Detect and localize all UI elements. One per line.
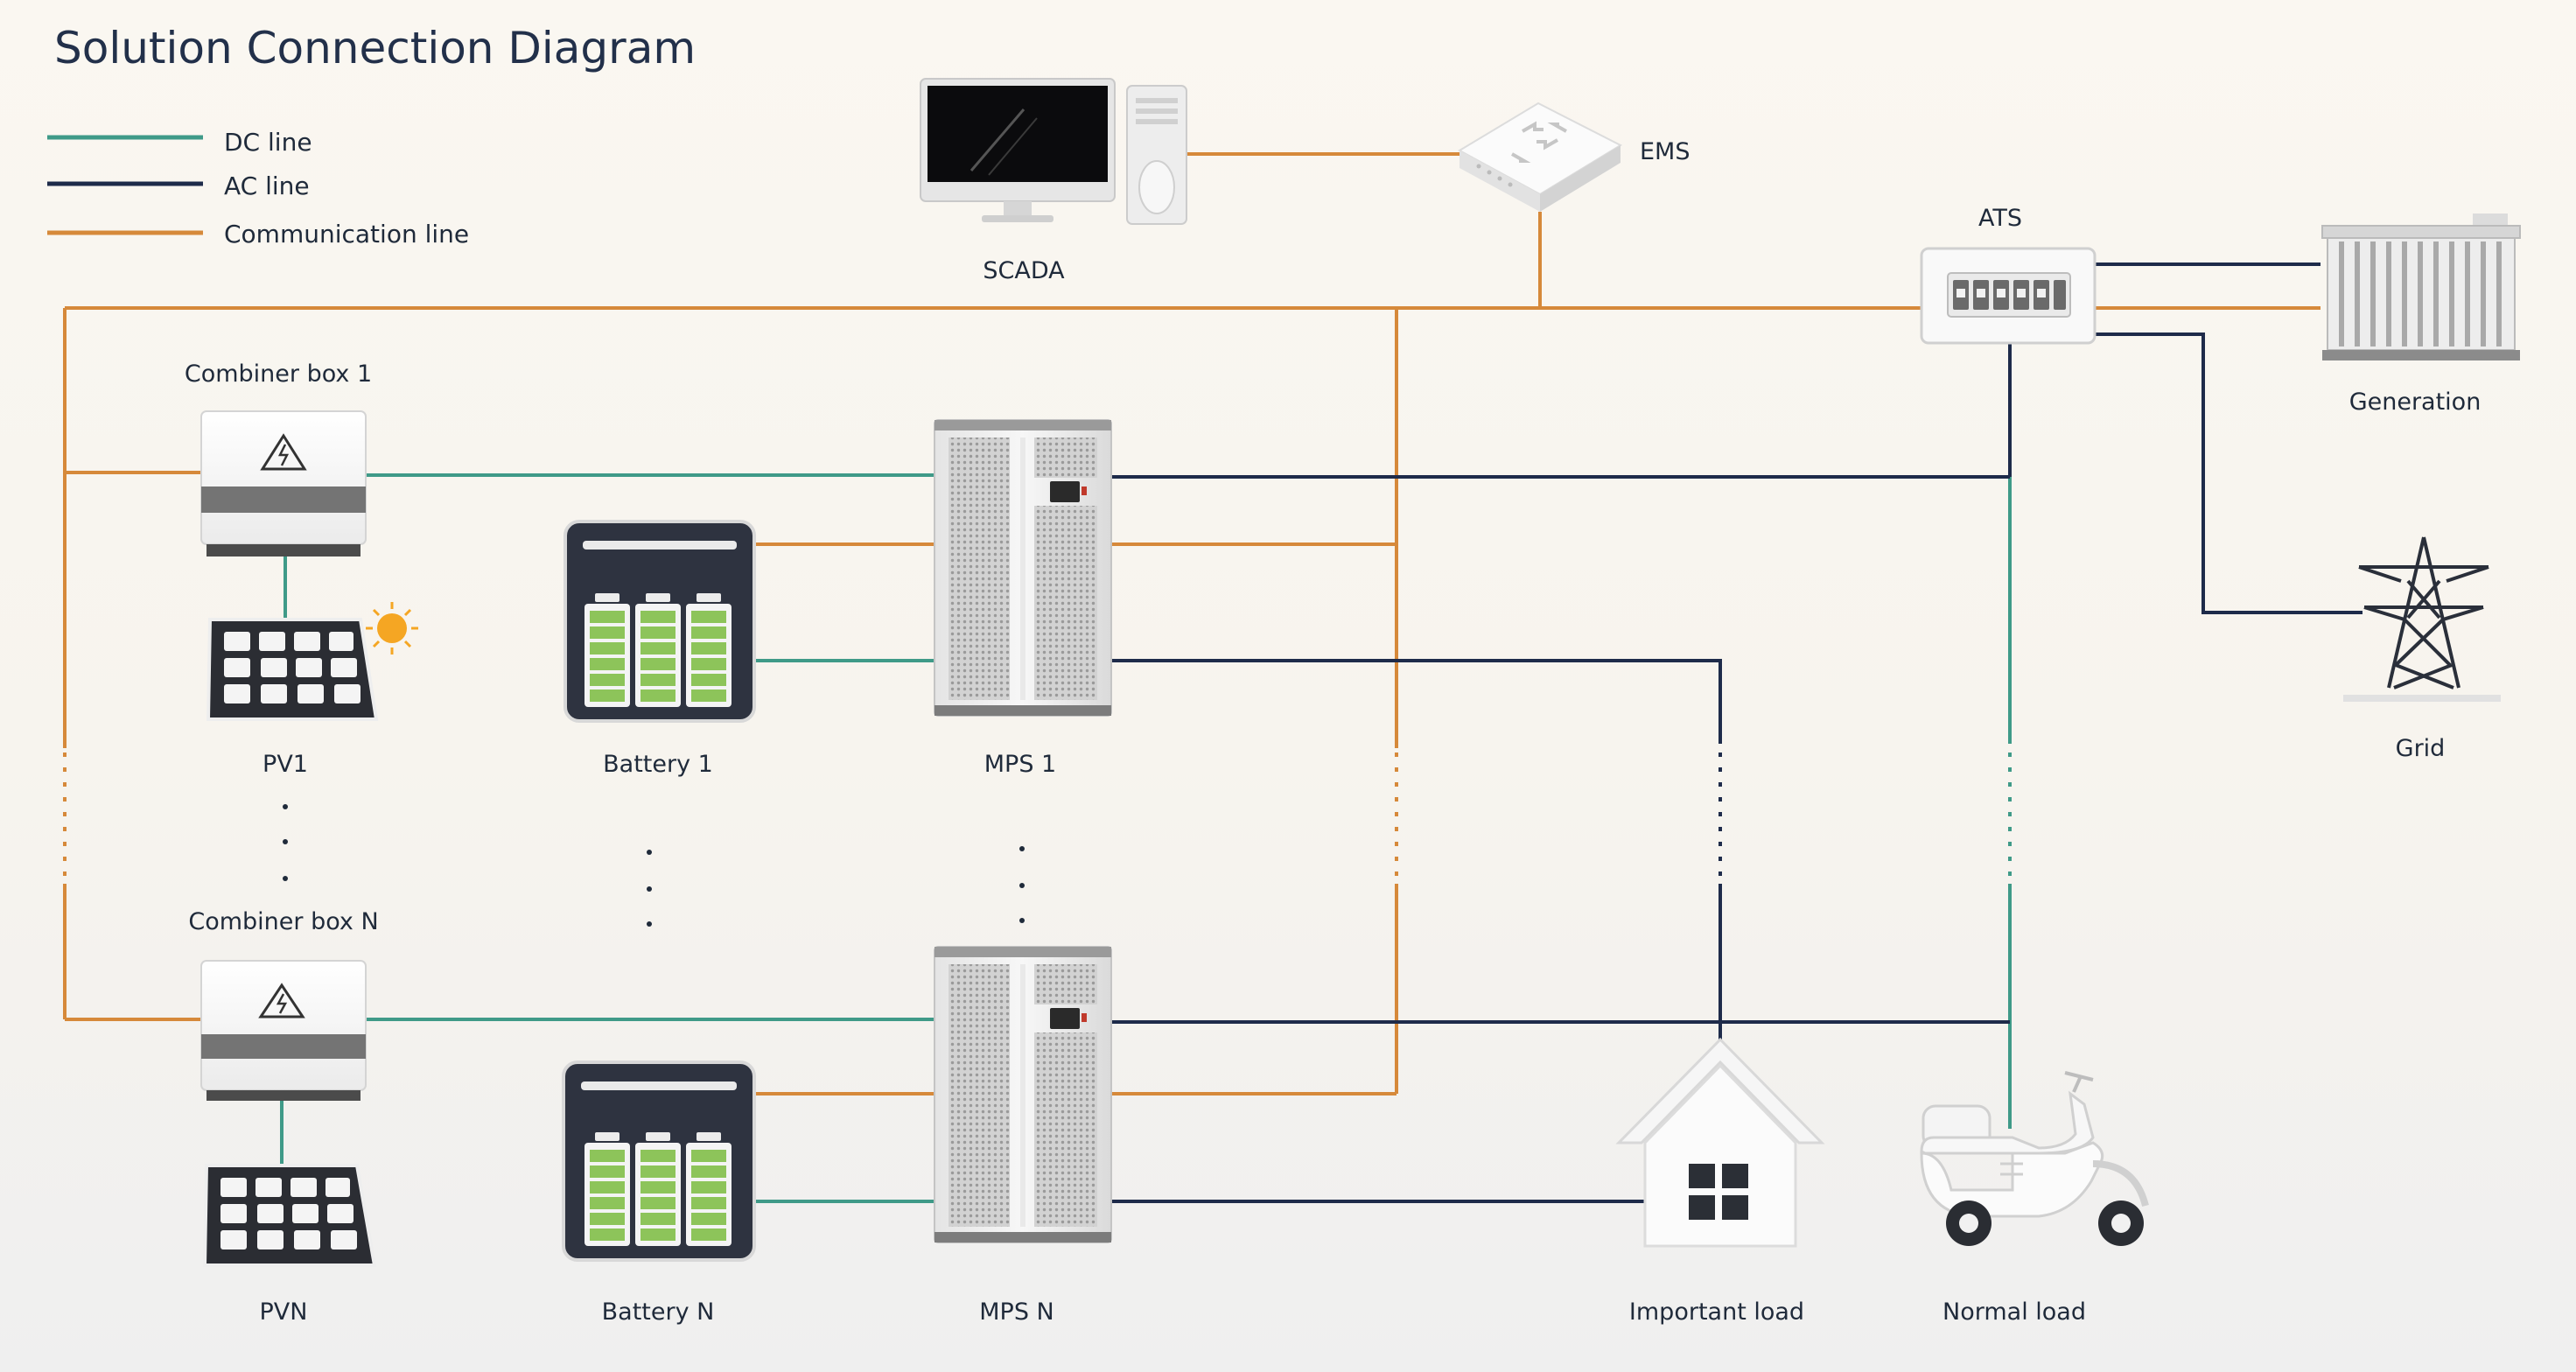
ems: EMS [1457,102,1690,212]
solar-panel-icon [206,618,379,721]
legend-dc-label: DC line [224,128,312,157]
legend-ac-label: AC line [224,172,310,200]
mps-cabinet-icon [934,946,1112,1243]
ems-router-icon [1457,102,1623,212]
ems-label: EMS [1640,138,1690,165]
grid-tower-icon [2358,536,2489,690]
sun-icon [366,602,418,654]
monitor-icon [920,78,1116,222]
pv-1: PV1 [206,602,418,778]
ats-switch-icon [1920,247,2096,345]
generator-icon [2321,214,2521,360]
mps-n: MPS N [934,946,1112,1326]
solar-panel-icon [202,1164,377,1267]
battery-icon [562,1060,756,1262]
important-load-label: Important load [1629,1298,1804,1326]
battery-1-label: Battery 1 [603,751,713,778]
combiner-box-n-label: Combiner box N [188,908,378,935]
battery-n: Battery N [562,1060,756,1326]
ats-label: ATS [1978,205,2022,232]
diagram-title: Solution Connection Diagram [54,23,696,74]
combiner-box-icon [200,960,367,1101]
mps-n-label: MPS N [979,1298,1054,1326]
mps-1-label: MPS 1 [984,751,1056,778]
scada: SCADA [920,78,1187,284]
ac-lines [1111,262,2362,1203]
combiner-box-icon [200,410,367,556]
battery-n-label: Battery N [602,1298,715,1326]
ellipsis-mps [1019,846,1025,923]
ellipsis-left [283,804,288,881]
normal-load: Normal load [1920,1071,2149,1326]
combiner-box-n: Combiner box N [188,908,379,1101]
legend: DC line AC line Communication line [47,128,469,248]
normal-load-label: Normal load [1942,1298,2086,1326]
combiner-box-1-label: Combiner box 1 [185,360,372,388]
house-icon [1615,1037,1825,1248]
battery-1: Battery 1 [564,520,756,778]
generation-label: Generation [2349,388,2482,416]
communication-lines [63,152,2320,1096]
grid-label: Grid [2396,735,2446,762]
ats: ATS [1920,205,2096,345]
scada-label: SCADA [983,257,1065,284]
pv-n: PVN [202,1164,377,1326]
generation: Generation [2321,214,2521,416]
pv-n-label: PVN [260,1298,308,1326]
pv-1-label: PV1 [262,751,308,778]
combiner-box-1: Combiner box 1 [185,360,372,556]
ellipsis-battery [647,850,652,927]
mps-cabinet-icon [934,419,1112,717]
important-load: Important load [1615,1037,1825,1326]
pc-tower-icon [1126,85,1187,225]
mps-1: MPS 1 [934,419,1112,778]
battery-icon [564,520,756,723]
scooter-icon [1920,1071,2149,1246]
legend-comm-label: Communication line [224,220,469,248]
grid: Grid [2343,536,2501,762]
